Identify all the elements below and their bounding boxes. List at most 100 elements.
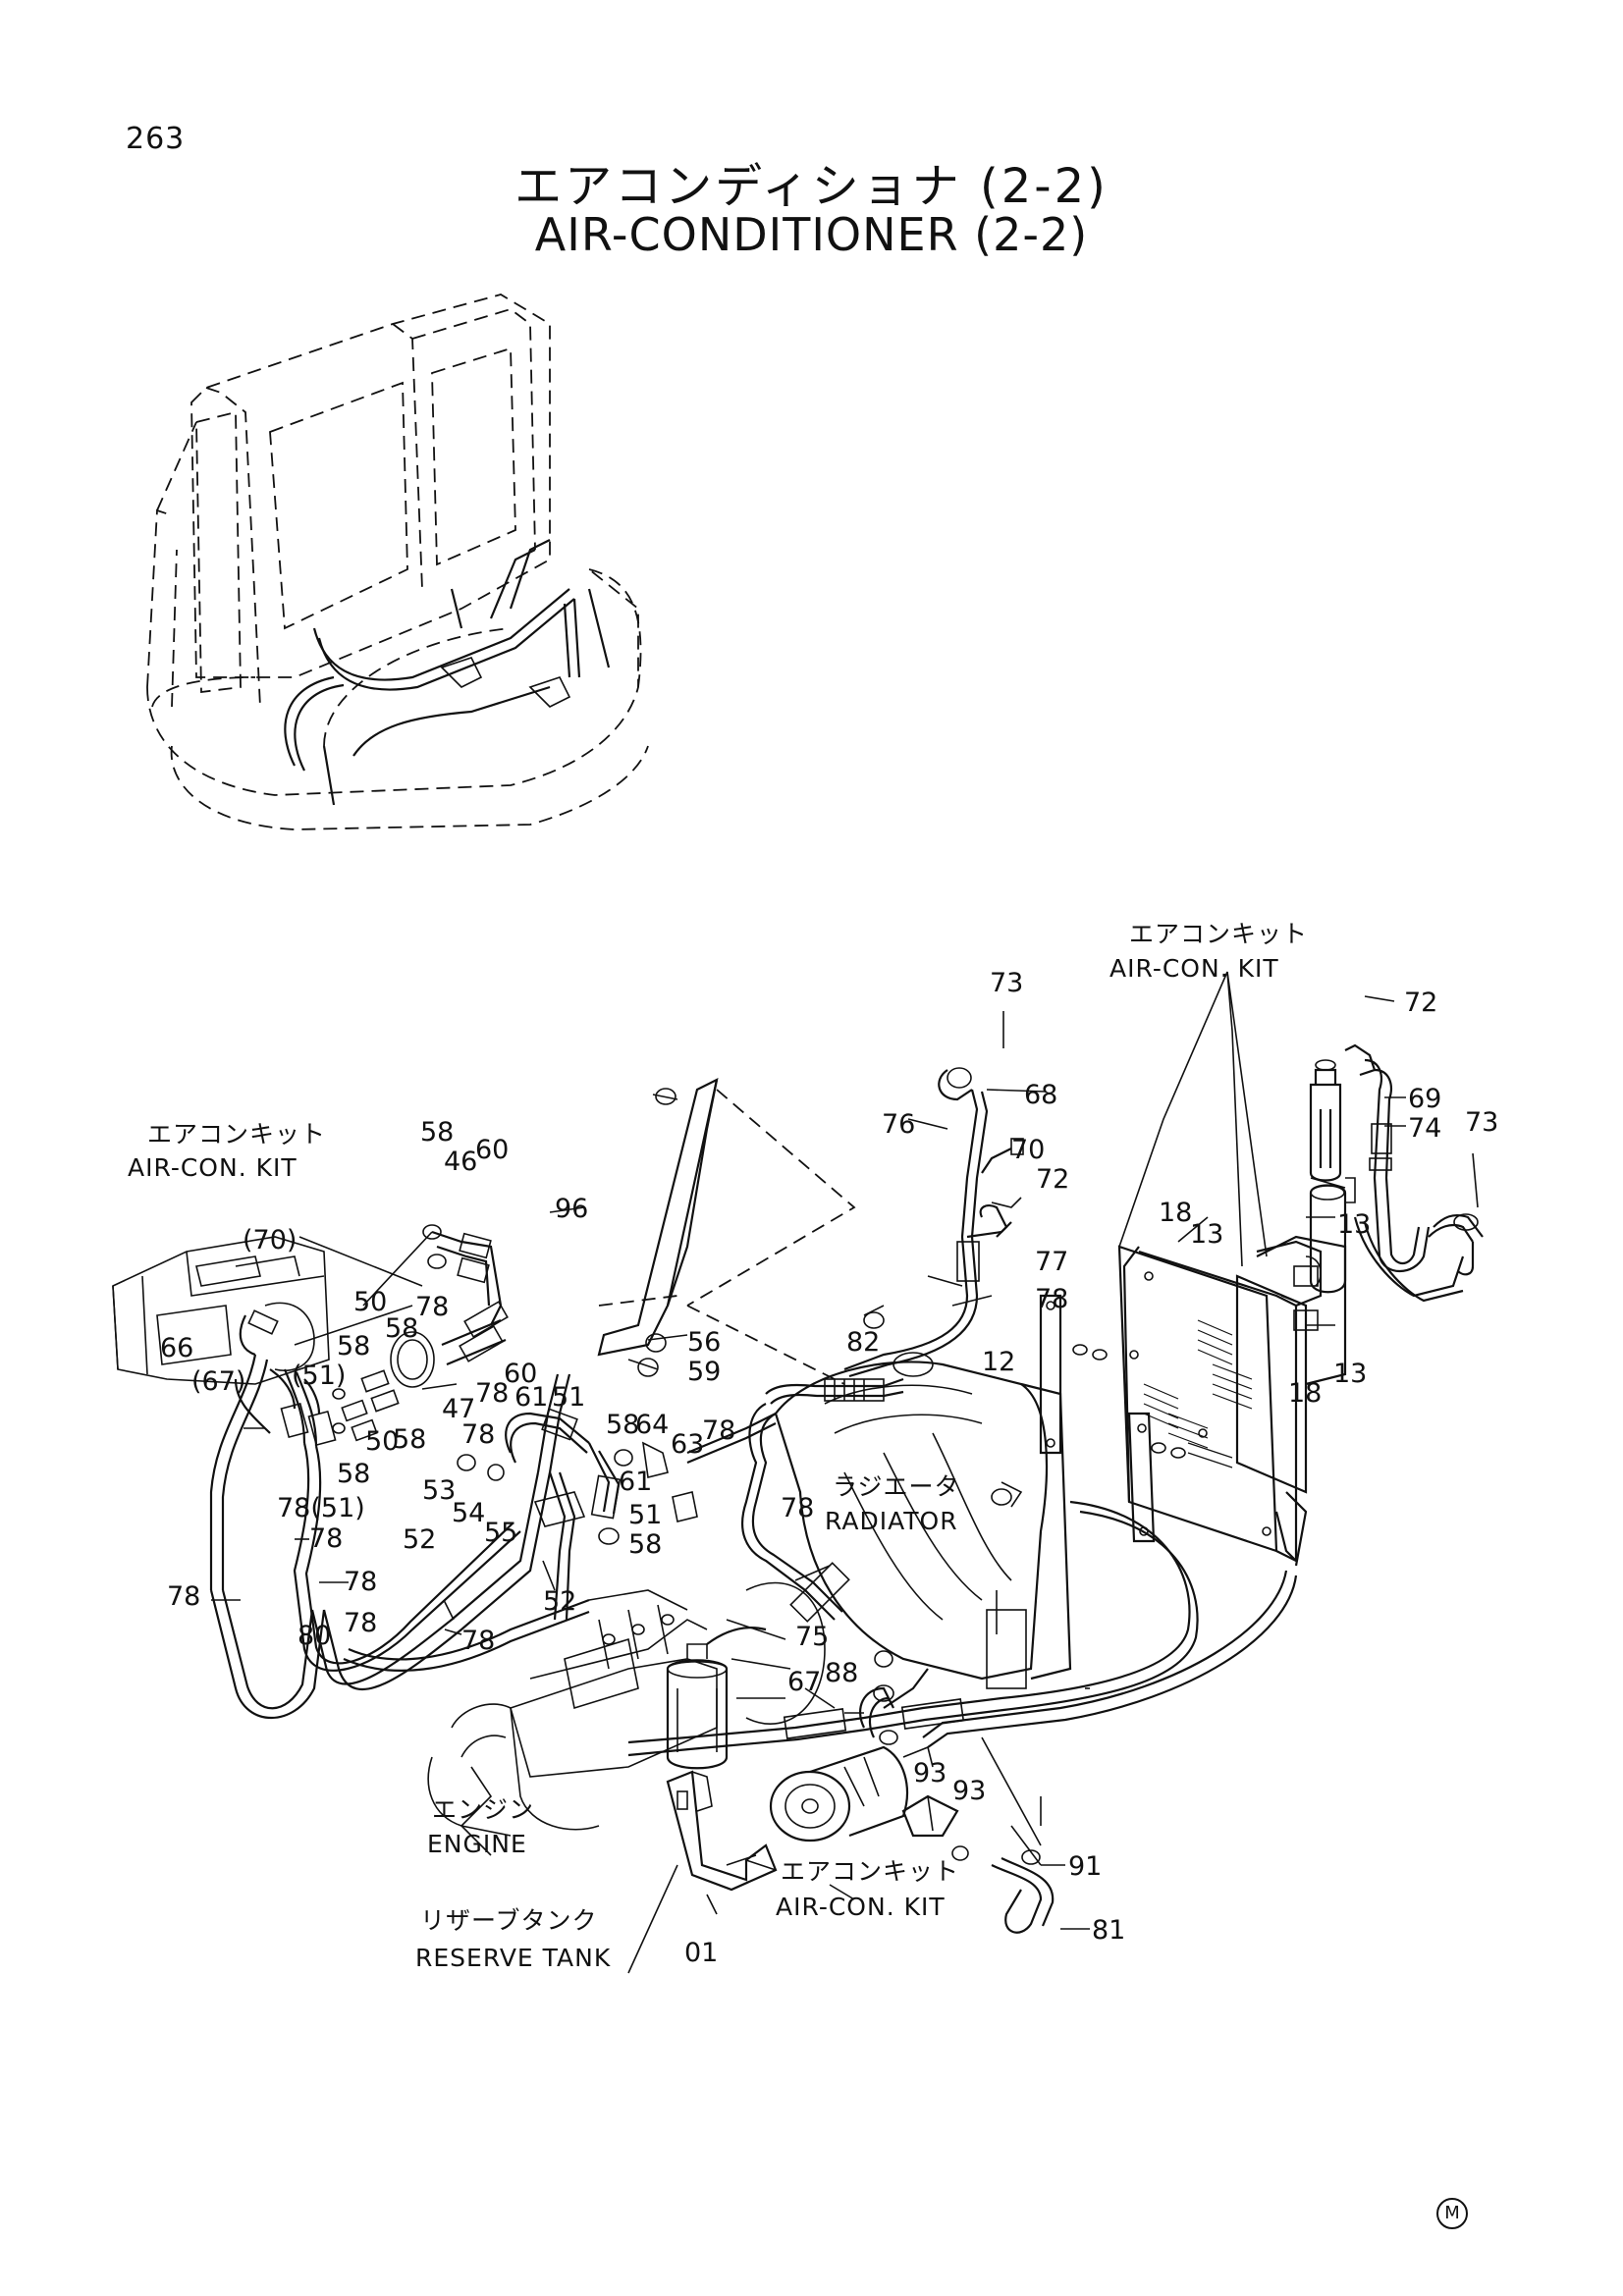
condenser-frame [1117,1235,1347,1567]
hose-76-77 [843,1067,1024,1378]
part-label: 93 [913,1758,947,1789]
part-label: 63 [671,1429,704,1460]
note-kit-bottom-jp: エアコンキット [781,1857,959,1886]
part-label: 18 [1159,1198,1192,1228]
note-kit-top-en: AIR-CON. KIT [1109,954,1279,983]
part-label: 72 [1404,988,1437,1018]
part-label: 78 [461,1419,495,1450]
part-label: 13 [1190,1219,1223,1250]
fittings-cluster-left [239,1224,509,1447]
part-label: 60 [504,1359,537,1389]
note-kit-bottom-en: AIR-CON. KIT [776,1893,946,1921]
part-label: 46 [444,1147,477,1177]
part-label: 88 [825,1658,858,1688]
part-label: 75 [795,1622,829,1652]
note-kit-left-jp: エアコンキット [147,1120,326,1148]
part-label: 69 [1408,1084,1441,1114]
part-label: 72 [1036,1164,1069,1195]
part-label: 76 [882,1109,915,1140]
bracket-88 [901,1794,969,1861]
part-label: 18 [1288,1378,1322,1409]
title-english: AIR-CONDITIONER (2-2) [534,208,1089,261]
part-label: 58 [337,1331,370,1362]
part-label: 12 [982,1347,1015,1377]
hose-cluster-middle [457,1408,777,1621]
title-japanese: エアコンディショナ (2-2) [514,159,1109,214]
part-label: 78 [344,1608,377,1638]
part-label: 55 [484,1518,517,1548]
part-label: 96 [555,1194,588,1224]
radiator-assembly [774,1294,1186,1689]
part-label: 78 [461,1626,495,1656]
part-label: 59 [687,1357,721,1387]
part-label: 78 [309,1523,343,1554]
note-radiator-jp: ラジエータ [833,1472,960,1501]
leader-lines [211,971,1479,1974]
engine-block [427,1581,826,1856]
part-label: 93 [952,1776,986,1806]
part-label: 58 [606,1410,639,1440]
ac-unit-left [112,1236,330,1590]
note-engine-jp: エンジン [432,1795,534,1824]
note-kit-top-jp: エアコンキット [1129,920,1308,948]
part-label: 52 [543,1586,576,1617]
part-label: 70 [1011,1135,1045,1165]
part-label: 73 [1465,1107,1498,1138]
part-label: 73 [990,968,1023,998]
part-label: 66 [160,1333,193,1363]
part-label: 64 [635,1410,669,1440]
part-label: 13 [1337,1209,1371,1240]
part-label: 81 [1092,1915,1125,1946]
part-label: 58 [628,1529,662,1560]
part-label: 58 [337,1459,370,1489]
part-label: 67 [787,1667,821,1697]
part-label: 80 [298,1621,331,1651]
part-label: 82 [846,1327,880,1358]
part-label: 51 [552,1382,585,1413]
part-label: 78 [702,1415,735,1446]
part-label: 01 [684,1938,718,1968]
footer-circled-mark: M [1436,2198,1468,2229]
part-label: 58 [385,1313,418,1344]
part-label: 60 [475,1135,509,1165]
hose-91 [991,1849,1055,1934]
page-number: 263 [126,122,186,156]
part-label: 78 [475,1378,509,1409]
part-label: 52 [403,1524,436,1555]
note-engine-en: ENGINE [427,1830,527,1858]
part-label: 78 [781,1493,814,1523]
part-label: 56 [687,1327,721,1358]
bracket-96 [597,1077,856,1385]
hose-82 [741,1305,904,1623]
part-label: 13 [1333,1359,1367,1389]
part-label: 77 [1035,1247,1068,1277]
part-label: 47 [442,1394,475,1424]
part-label: 61 [619,1467,652,1497]
hose-long-bottom [627,1500,1298,1757]
part-label: 58 [393,1424,426,1455]
part-label: 78 [167,1581,200,1612]
part-label: 68 [1024,1080,1057,1110]
part-label: 78 [415,1292,449,1322]
part-label: (70) [243,1225,297,1255]
part-label: (51) [292,1361,346,1391]
part-label: 51 [628,1500,662,1530]
machine-overview-illustration [146,294,649,830]
note-tank-en: RESERVE TANK [415,1944,611,1972]
part-label: 78(51) [277,1493,365,1523]
part-label: 53 [422,1475,456,1506]
part-label: 78 [344,1567,377,1597]
part-label: (67) [191,1366,245,1397]
reserve-tank [666,1627,767,1770]
note-tank-jp: リザーブタンク [420,1906,598,1935]
part-label: 50 [353,1287,387,1317]
part-label: 58 [420,1117,454,1148]
callout-notes: エアコンキット AIR-CON. KIT エアコンキット AIR-CON. KI… [128,920,1308,1972]
bracket-81 [666,1770,778,1892]
part-number-labels: 73 72 68 69 74 73 76 70 72 77 78 13 18 1… [160,968,1498,1968]
receiver-drier [1309,1043,1484,1303]
part-label: 74 [1408,1113,1441,1144]
part-label: 50 [365,1426,399,1457]
